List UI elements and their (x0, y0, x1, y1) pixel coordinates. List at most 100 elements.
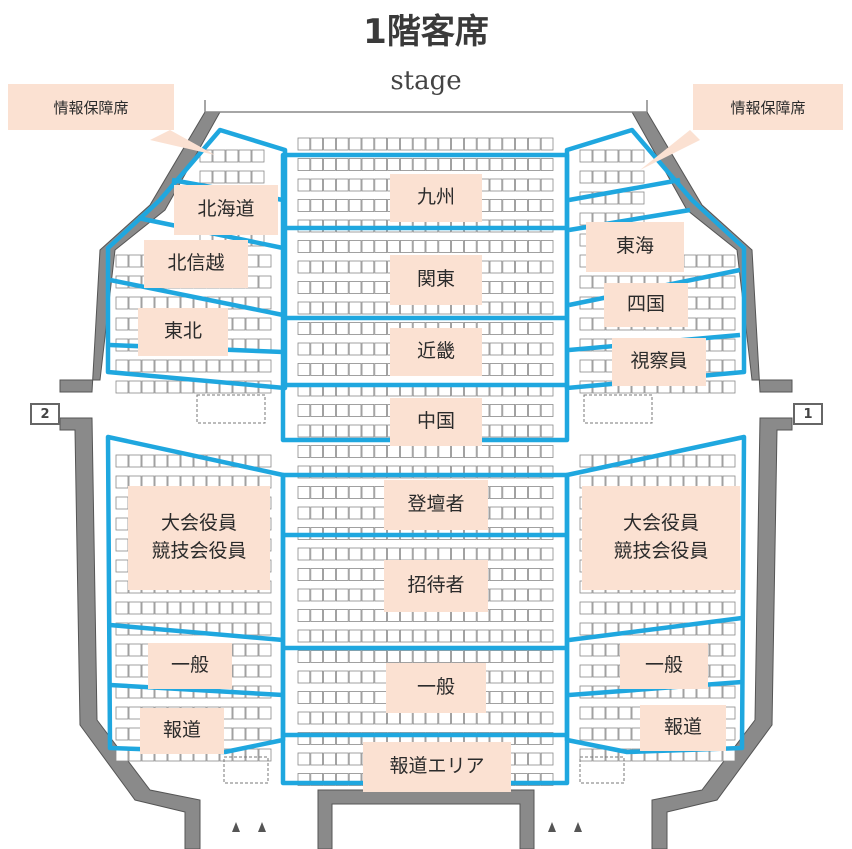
seat (540, 404, 554, 417)
seat (258, 454, 272, 468)
seat (348, 424, 362, 438)
seat (128, 643, 142, 657)
seat (115, 580, 129, 594)
seat (540, 322, 554, 335)
seat (258, 296, 272, 310)
seat (219, 601, 233, 615)
seat (115, 601, 129, 615)
seat (722, 254, 736, 268)
seat (335, 752, 349, 766)
seat (502, 465, 515, 479)
seat (515, 506, 528, 520)
seat (476, 650, 490, 663)
seat (232, 601, 246, 615)
seat (310, 629, 323, 643)
seat (579, 748, 593, 762)
seat (425, 547, 439, 561)
seat (722, 454, 736, 468)
seat (618, 706, 632, 720)
seat (361, 445, 375, 458)
seat (361, 691, 375, 704)
zone-outline-left-lower (105, 434, 286, 755)
seat (310, 178, 323, 192)
zone-outlines (105, 127, 747, 786)
zone-observers: 視察員 (612, 338, 706, 386)
seat (115, 254, 129, 268)
seat (502, 281, 515, 294)
seat (297, 342, 311, 356)
seat (297, 301, 311, 315)
seat (167, 601, 181, 615)
zone-outline-right-upper (564, 127, 747, 391)
seat (489, 137, 503, 151)
seat (696, 601, 710, 615)
seat (438, 240, 451, 253)
seat (167, 359, 181, 373)
seat (245, 727, 259, 741)
seat (476, 629, 490, 643)
seat (515, 445, 528, 458)
seat (709, 254, 723, 268)
seat (515, 322, 528, 335)
seat (297, 322, 311, 335)
seat (361, 588, 375, 602)
seat (212, 149, 226, 163)
seat (310, 609, 323, 622)
seat (476, 465, 490, 479)
seat (297, 260, 311, 274)
seat (154, 601, 168, 615)
seat (323, 650, 336, 663)
seat (489, 342, 503, 356)
seat (374, 137, 387, 151)
seat (618, 170, 632, 184)
seat (361, 199, 375, 212)
seat (515, 732, 528, 745)
seat (361, 137, 375, 151)
seat (579, 706, 593, 720)
seat (631, 601, 645, 615)
seat (489, 281, 503, 294)
seat (361, 260, 375, 274)
seat (540, 486, 554, 499)
seat (297, 773, 311, 786)
seat (258, 664, 272, 678)
zone-hokushinetsu: 北信越 (144, 240, 248, 288)
seat (335, 240, 349, 253)
zone-kinki: 近畿 (390, 328, 482, 376)
seat (245, 748, 259, 762)
seat (709, 296, 723, 310)
seat (310, 158, 323, 171)
seat (528, 404, 541, 417)
seat (489, 568, 503, 581)
seat (323, 568, 336, 581)
seat (722, 338, 736, 352)
seat (297, 732, 311, 745)
zone-general-right: 一般 (620, 643, 708, 689)
seat (323, 486, 336, 499)
seat (258, 748, 272, 762)
zone-guests: 招待者 (384, 560, 488, 612)
seat (540, 424, 554, 438)
seat (528, 199, 541, 212)
seat (579, 622, 593, 636)
seat (297, 547, 311, 561)
seat (115, 454, 129, 468)
seat (489, 650, 503, 663)
seat (412, 650, 426, 663)
seat (245, 706, 259, 720)
seat (180, 359, 194, 373)
seat (528, 588, 541, 602)
seat (374, 465, 387, 479)
seat (323, 301, 336, 315)
seat (348, 445, 362, 458)
seat (540, 609, 554, 622)
seat (528, 158, 541, 171)
seat (592, 706, 606, 720)
seat (489, 260, 503, 274)
seat (644, 601, 658, 615)
seat (489, 322, 503, 335)
seat (476, 137, 490, 151)
seat (361, 178, 375, 192)
seat (348, 629, 362, 643)
seat (335, 301, 349, 315)
